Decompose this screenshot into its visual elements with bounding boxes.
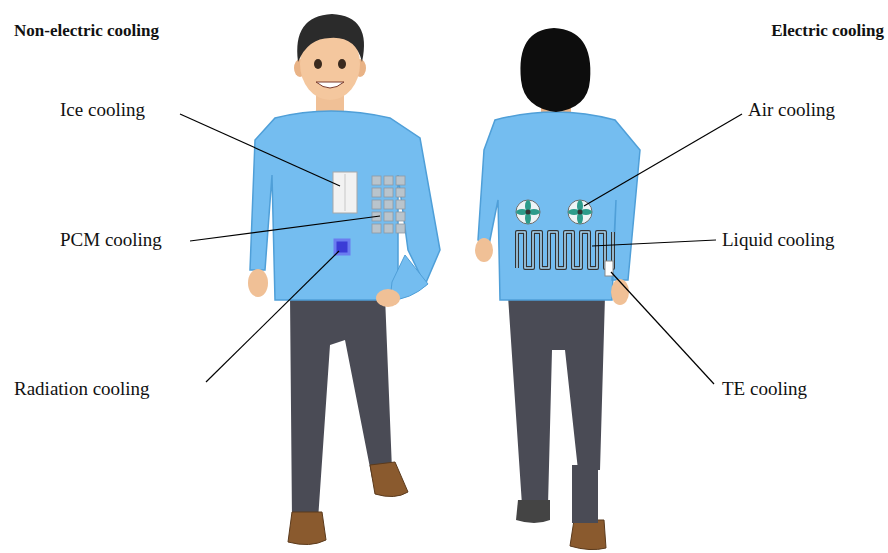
leader-lines	[180, 114, 742, 384]
pcm-cell	[384, 200, 393, 209]
callout-label: Liquid cooling	[722, 229, 834, 251]
shoe	[370, 462, 408, 497]
pcm-cell	[396, 176, 405, 185]
fan-hub	[578, 210, 583, 215]
hand	[475, 238, 493, 262]
front-figure	[248, 14, 440, 545]
pcm-cell	[396, 212, 405, 221]
leader-line	[180, 114, 340, 186]
leader-line	[611, 272, 714, 384]
liquid-tube-core	[517, 232, 613, 268]
pants-leg	[572, 465, 598, 523]
eye	[338, 59, 346, 69]
section-heading: Electric cooling	[771, 20, 884, 42]
shoe	[288, 512, 326, 545]
pcm-cell	[396, 200, 405, 209]
pcm-cell	[384, 224, 393, 233]
radiation-patch	[335, 240, 349, 254]
pcm-cell	[372, 188, 381, 197]
hand	[611, 279, 629, 305]
callout-label: Air cooling	[748, 99, 835, 121]
ice-pack-fold	[345, 174, 346, 211]
shoe	[516, 500, 550, 523]
ice-pack	[333, 172, 357, 213]
callout-label: Ice cooling	[60, 99, 145, 121]
pcm-cell	[384, 176, 393, 185]
leader-line	[584, 114, 742, 206]
callout-label: TE cooling	[722, 378, 807, 400]
sweater	[250, 111, 440, 300]
pcm-cell	[384, 188, 393, 197]
leader-line	[206, 251, 339, 382]
hair	[297, 14, 364, 62]
shoe	[570, 520, 606, 550]
pcm-cell	[372, 176, 381, 185]
hair	[520, 28, 590, 112]
smile	[316, 82, 344, 88]
pcm-cell	[384, 212, 393, 221]
fan-frame	[516, 200, 540, 224]
pcm-cell	[372, 224, 381, 233]
back-figure	[475, 28, 640, 550]
callout-label: Radiation cooling	[14, 378, 150, 400]
section-heading: Non-electric cooling	[14, 20, 159, 42]
eye	[314, 59, 322, 69]
pcm-cell	[396, 188, 405, 197]
pcm-cell	[372, 200, 381, 209]
leader-line	[190, 216, 380, 241]
hand	[248, 269, 268, 297]
liquid-tube	[517, 232, 613, 268]
fan-hub	[526, 210, 531, 215]
pcm-grid	[372, 176, 405, 233]
callout-label: PCM cooling	[60, 229, 162, 251]
pcm-cell	[396, 224, 405, 233]
fan	[516, 200, 540, 224]
sweater	[478, 112, 640, 300]
hand	[376, 289, 400, 307]
leader-line	[592, 240, 716, 246]
